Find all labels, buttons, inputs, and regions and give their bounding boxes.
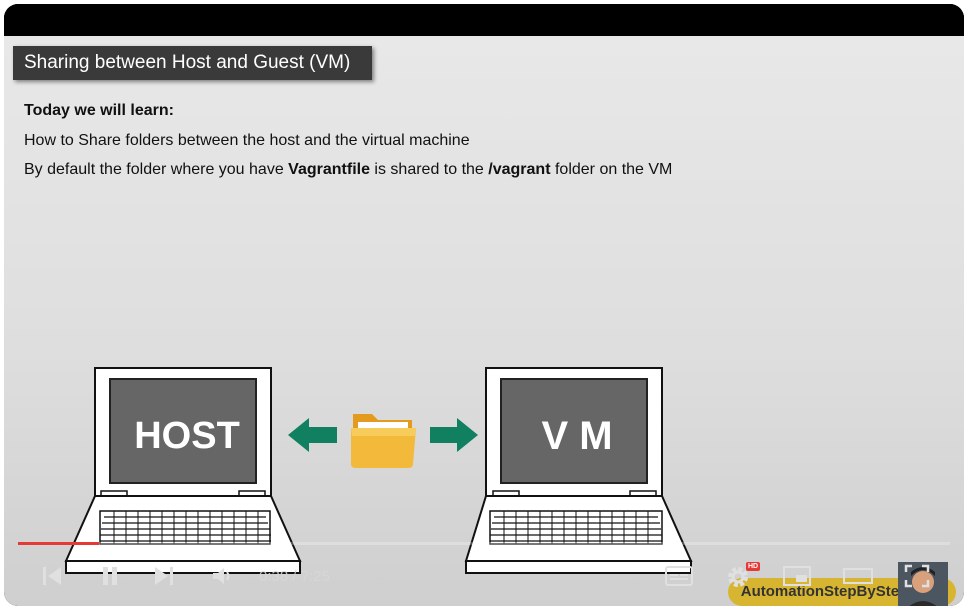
arrow-right-icon [430, 418, 478, 452]
previous-icon[interactable] [40, 564, 64, 588]
video-top-bar [4, 4, 964, 36]
settings-icon[interactable] [725, 564, 751, 590]
time-display: 0:38 / 7:25 [259, 568, 330, 585]
host-label: HOST [134, 415, 240, 457]
miniplayer-icon[interactable] [782, 564, 812, 588]
pause-icon[interactable] [98, 564, 122, 588]
duration: 7:25 [300, 568, 330, 585]
arrow-left-icon [288, 418, 337, 452]
vm-label: V M [541, 414, 612, 458]
folder-icon [351, 414, 416, 468]
video-player[interactable]: Sharing between Host and Guest (VM) Toda… [4, 4, 964, 606]
slide-line-share: How to Share folders between the host an… [24, 132, 470, 149]
hd-badge-icon: HD [746, 562, 760, 571]
fullscreen-icon[interactable] [904, 564, 930, 588]
progress-played [18, 542, 100, 545]
volume-icon[interactable] [210, 564, 234, 588]
theater-icon[interactable] [842, 564, 874, 588]
vm-laptop: V M [464, 367, 693, 574]
slide-title: Sharing between Host and Guest (VM) [13, 46, 373, 80]
slide-line-default: By default the folder where you have Vag… [24, 161, 673, 178]
current-time: 0:38 [259, 568, 289, 585]
slide-illustration: HOST V M [64, 367, 693, 574]
next-icon[interactable] [152, 564, 176, 588]
slide: Sharing between Host and Guest (VM) Toda… [4, 36, 964, 606]
progress-bar[interactable] [18, 542, 950, 545]
subtitles-icon[interactable] [664, 564, 694, 588]
slide-heading: Today we will learn: [24, 102, 174, 119]
host-laptop: HOST [64, 367, 302, 574]
player-controls: 0:38 / 7:25 HD [4, 554, 964, 606]
